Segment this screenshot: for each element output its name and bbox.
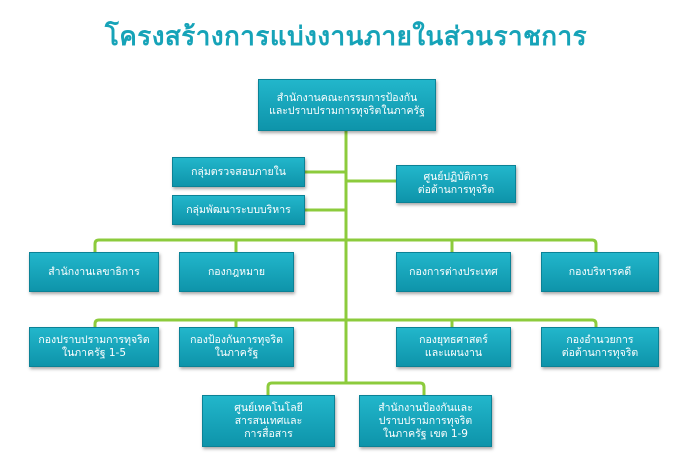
page-title: โครงสร้างการแบ่งงานภายในส่วนราชการ xyxy=(104,22,588,52)
org-node-ict-center: ศูนย์เทคโนโลยี สารสนเทศและ การสื่อสาร xyxy=(202,395,335,447)
org-node-regional-offices: สำนักงานป้องกันและ ปราบปรามการทุจริต ในภ… xyxy=(359,395,492,447)
connector-row1-bus xyxy=(93,238,598,254)
org-node-facilitation: กองอำนวยการ ต่อต้านการทุจริต xyxy=(541,327,659,367)
org-node-secretariat: สำนักงานเลขาธิการ xyxy=(29,252,159,292)
org-node-foreign-affairs: กองการต่างประเทศ xyxy=(396,252,511,292)
org-node-suppression-1-5: กองปราบปรามการทุจริต ในภาครัฐ 1-5 xyxy=(29,327,159,367)
connector-bottom-bus xyxy=(266,381,426,397)
org-node-root: สำนักงานคณะกรรมการป้องกัน และปราบปรามการ… xyxy=(258,79,436,131)
org-node-internal-audit: กลุ่มตรวจสอบภายใน xyxy=(172,157,305,187)
org-node-strategy: กองยุทธศาสตร์ และแผนงาน xyxy=(396,327,511,367)
connector-row2-bus xyxy=(93,318,598,329)
org-node-admin-dev: กลุ่มพัฒนาระบบบริหาร xyxy=(172,195,305,225)
org-node-legal: กองกฎหมาย xyxy=(179,252,294,292)
org-node-anticorruption-center: ศูนย์ปฏิบัติการ ต่อต้านการทุจริต xyxy=(396,165,516,203)
org-node-prevention: กองป้องกันการทุจริต ในภาครัฐ xyxy=(179,327,294,367)
org-node-accounting: กองบริหารคดี xyxy=(541,252,659,292)
